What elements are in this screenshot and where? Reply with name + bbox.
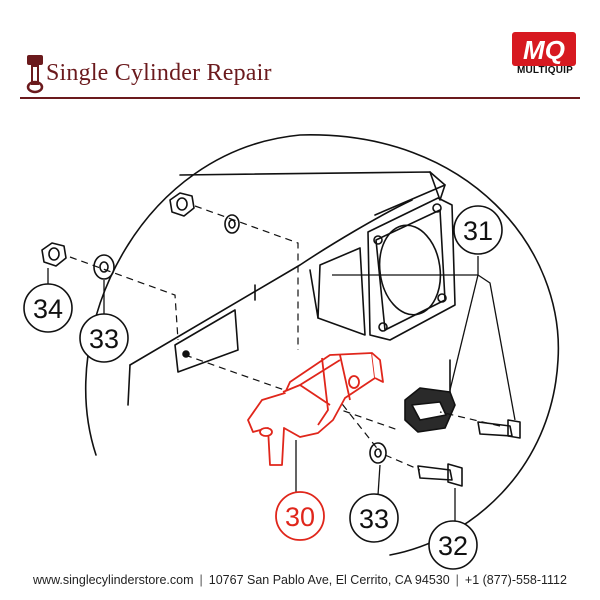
housing-mount-tab [174, 309, 239, 373]
callout-32-circle [428, 520, 478, 570]
callout-31-circle [453, 205, 503, 255]
multiquip-logo-text: MQ [523, 35, 565, 65]
diagram-frame-circle [84, 134, 560, 556]
washer-33-bottom [369, 442, 387, 464]
bolt-32 [417, 465, 453, 481]
housing-front-edge [129, 199, 413, 366]
callout-33-bottom-label: 33 [359, 504, 389, 534]
footer-separator: | [199, 573, 203, 587]
callout-34-circle [23, 283, 73, 333]
brand-name: Single Cylinder Repair [46, 60, 272, 86]
footer-contact: www.singlecylinderstore.com | 10767 San Pa… [0, 573, 600, 587]
footer-separator: | [455, 573, 459, 587]
screw-31 [477, 421, 513, 437]
callout-30-circle [275, 491, 325, 541]
multiquip-logo: MQ [512, 32, 576, 66]
callout-33-left-circle [79, 313, 129, 363]
flange-plate [367, 197, 456, 341]
housing-top-washer [224, 214, 240, 234]
washer-33-left [93, 254, 115, 280]
hex-nut-34 [41, 242, 67, 267]
housing-top-nut [169, 192, 195, 217]
callout-31-label: 31 [463, 216, 493, 246]
header-divider [20, 97, 580, 99]
multiquip-name: MULTIQUIP [516, 65, 574, 76]
piston-logo-icon [26, 55, 44, 94]
footer-phone[interactable]: +1 (877)-558-1112 [464, 573, 567, 587]
callout-33-left-label: 33 [89, 324, 119, 354]
footer-address: 10767 San Pablo Ave, El Cerrito, CA 9453… [208, 573, 450, 587]
callout-34-label: 34 [33, 294, 63, 324]
callout-33-bottom-circle [349, 493, 399, 543]
housing-top-edge [179, 171, 446, 216]
footer-website[interactable]: www.singlecylinderstore.com [33, 573, 194, 587]
callout-30-label: 30 [285, 502, 315, 532]
callout-32-label: 32 [438, 531, 468, 561]
bracket-part-30 [247, 352, 384, 466]
